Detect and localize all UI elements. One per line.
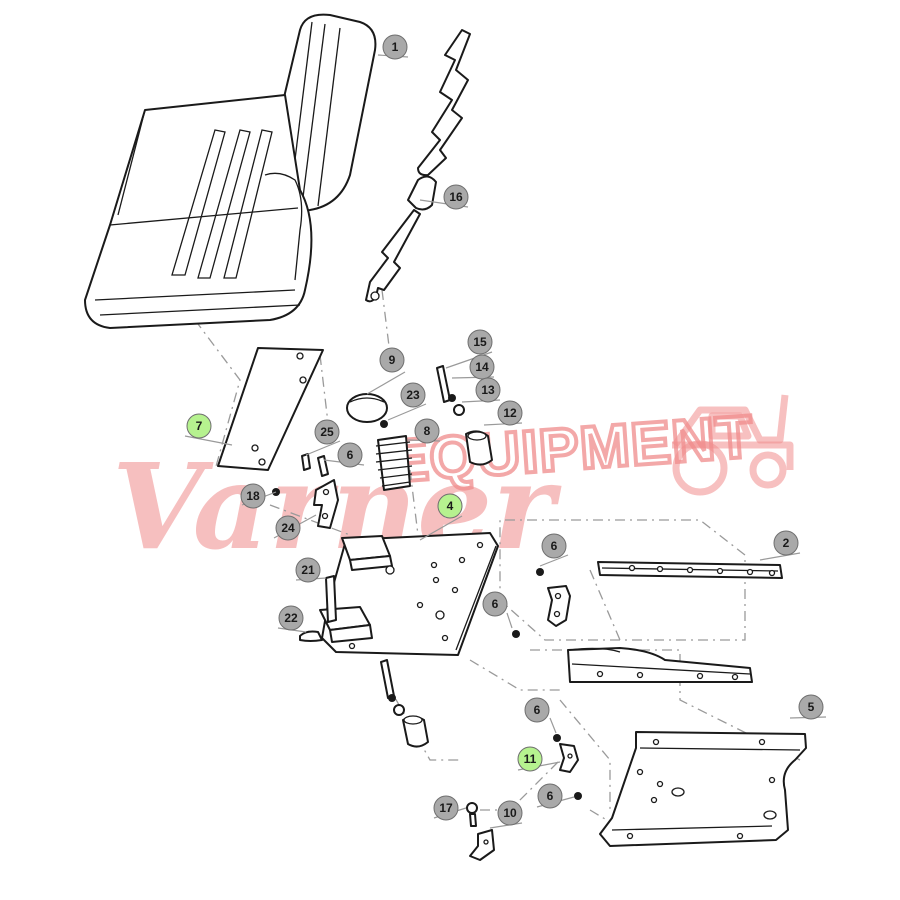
seat-pan-plate	[217, 347, 324, 471]
tractor-icon	[672, 394, 794, 496]
svg-text:15: 15	[473, 335, 487, 349]
svg-text:17: 17	[439, 801, 453, 815]
callout-9: 9	[366, 347, 406, 395]
callout-5: 5	[789, 694, 827, 720]
left-hardware	[272, 453, 339, 529]
svg-text:14: 14	[475, 360, 489, 374]
callout-22: 22	[277, 605, 307, 633]
callout-10: 10	[489, 800, 523, 829]
svg-text:6: 6	[551, 539, 558, 553]
callout-17: 17	[433, 795, 467, 821]
callout-21: 21	[295, 557, 327, 583]
svg-text:1: 1	[392, 40, 399, 54]
callout-6-c: 6	[482, 591, 513, 629]
svg-text:23: 23	[406, 388, 420, 402]
svg-text:6: 6	[347, 448, 354, 462]
callout-7: 7	[184, 413, 233, 446]
svg-text:24: 24	[281, 521, 295, 535]
callout-4: 4	[419, 493, 463, 541]
callout-1: 1	[377, 34, 409, 60]
callout-6-e: 6	[536, 783, 575, 809]
svg-text:9: 9	[389, 353, 396, 367]
callout-11: 11	[517, 746, 561, 772]
callout-6-a: 6	[323, 442, 365, 468]
callout-6-d: 6	[524, 697, 557, 734]
seat-assembly	[84, 13, 377, 329]
svg-text:5: 5	[808, 700, 815, 714]
svg-text:6: 6	[534, 703, 541, 717]
callout-2: 2	[759, 530, 801, 561]
svg-text:12: 12	[503, 406, 517, 420]
svg-text:21: 21	[301, 563, 315, 577]
svg-text:4: 4	[447, 499, 454, 513]
svg-text:7: 7	[196, 419, 203, 433]
suspension-base-plate	[319, 532, 499, 656]
svg-text:6: 6	[547, 789, 554, 803]
svg-text:18: 18	[246, 489, 260, 503]
callout-18: 18	[240, 483, 277, 509]
callout-15: 15	[445, 329, 493, 369]
rail-bracket	[512, 568, 571, 638]
svg-text:8: 8	[424, 424, 431, 438]
svg-text:11: 11	[524, 752, 537, 766]
svg-text:6: 6	[492, 597, 499, 611]
svg-text:10: 10	[503, 806, 517, 820]
callout-8: 8	[407, 418, 441, 444]
callout-23: 23	[387, 382, 427, 421]
callout-13: 13	[461, 377, 501, 403]
seat-switch-harness	[365, 29, 471, 303]
svg-text:25: 25	[320, 425, 334, 439]
svg-text:2: 2	[783, 536, 790, 550]
pin-and-clip	[299, 575, 337, 642]
watermark-block-text: EQUIPMENT	[386, 403, 755, 495]
lower-bolt-spacer	[380, 659, 429, 748]
callout-12: 12	[483, 400, 523, 426]
callouts: 1 16 9 15 14 23 13 12 7 25 8 6 18 4 24 6…	[184, 34, 827, 829]
callout-6-b: 6	[539, 533, 569, 567]
svg-text:13: 13	[481, 383, 495, 397]
callout-25: 25	[305, 419, 341, 456]
callout-16: 16	[419, 184, 469, 210]
bolt-stack	[436, 365, 493, 466]
mounting-base-plate	[599, 731, 807, 847]
callout-14: 14	[451, 354, 495, 380]
svg-text:16: 16	[449, 190, 463, 204]
lower-hardware	[466, 734, 582, 861]
callout-24: 24	[273, 514, 317, 541]
slide-rails	[567, 561, 783, 683]
svg-text:22: 22	[284, 611, 298, 625]
